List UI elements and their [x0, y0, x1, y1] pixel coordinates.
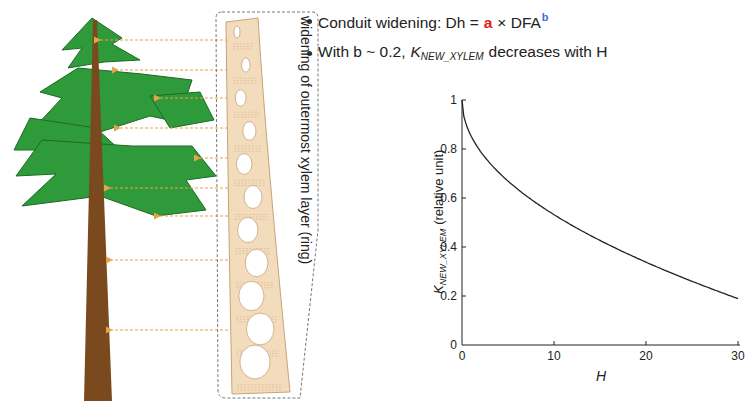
ray-hatch	[233, 46, 254, 47]
y-axis-title: KNEW_XYLEM(relative unit)	[431, 150, 448, 294]
strip-label: widening of outermost xylem layer (ring)	[298, 16, 314, 264]
ray-hatch	[235, 182, 266, 183]
k-subscript: NEW_XYLEM	[438, 229, 448, 286]
ray-hatch	[234, 114, 260, 115]
foliage	[14, 18, 216, 216]
statement-text: decreases with H	[489, 43, 608, 60]
statement-line: With b ~ 0.2, KNEW_XYLEM decreases with H	[318, 43, 607, 62]
ray-hatch	[233, 44, 254, 45]
ray-hatch	[234, 117, 260, 118]
tick-label: 30	[731, 349, 744, 363]
ray-hatch	[234, 146, 262, 147]
xylem-cell	[234, 26, 240, 38]
tick-label: 0	[450, 338, 457, 352]
tick-label: 1	[450, 93, 457, 107]
x-axis-title: H	[596, 368, 606, 384]
k-subscript: NEW_XYLEM	[421, 51, 484, 62]
xylem-cell	[242, 58, 250, 72]
statement-text: With b ~ 0.2,	[318, 43, 405, 60]
axis-unit: (relative unit)	[431, 150, 446, 225]
strip-outline	[216, 12, 318, 398]
tick-label: 20	[639, 349, 652, 363]
xylem-cell	[235, 90, 246, 106]
ray-hatch	[237, 385, 282, 386]
ray-hatch	[233, 49, 254, 50]
xylem-cell	[246, 313, 274, 345]
ray-hatch	[235, 214, 268, 215]
ray-hatch	[237, 387, 282, 388]
ray-hatch	[233, 80, 256, 81]
trunk	[84, 20, 112, 401]
ray-hatch	[237, 390, 282, 391]
xylem-cells	[233, 26, 282, 390]
xylem-cell	[244, 186, 262, 209]
formula-text: Conduit widening: Dh =	[318, 14, 479, 31]
tick-label: 0.6	[440, 191, 457, 205]
xylem-cell	[245, 249, 268, 276]
ray-hatch	[235, 180, 266, 181]
ray-hatch	[234, 112, 260, 113]
ray-hatch	[233, 78, 256, 79]
chart-axes	[462, 100, 740, 345]
formula-text: × DFA	[497, 14, 541, 31]
tick-label: 0.2	[440, 289, 457, 303]
param-a: a	[484, 14, 493, 31]
param-b: b	[542, 11, 549, 23]
ray-hatch	[235, 217, 268, 218]
xylem-cell	[238, 217, 258, 242]
ray-hatch	[235, 248, 270, 249]
xylem-cell	[236, 154, 252, 175]
xylem-cell	[240, 345, 270, 379]
k-curve	[462, 100, 738, 299]
tick-label: 10	[547, 349, 560, 363]
tick-label: 0.8	[440, 142, 457, 156]
tick-label: 0.4	[440, 240, 457, 254]
tick-label: 0	[459, 349, 466, 363]
xylem-strip	[226, 18, 290, 394]
k-symbol: K	[410, 43, 420, 60]
ray-hatch	[233, 83, 256, 84]
ray-hatch	[234, 151, 262, 152]
formula-line: Conduit widening: Dh = a× DFAb	[318, 11, 549, 32]
xylem-cell	[239, 281, 264, 311]
leader-lines	[100, 40, 228, 330]
ray-hatch	[234, 148, 262, 149]
xylem-cell	[243, 122, 256, 141]
